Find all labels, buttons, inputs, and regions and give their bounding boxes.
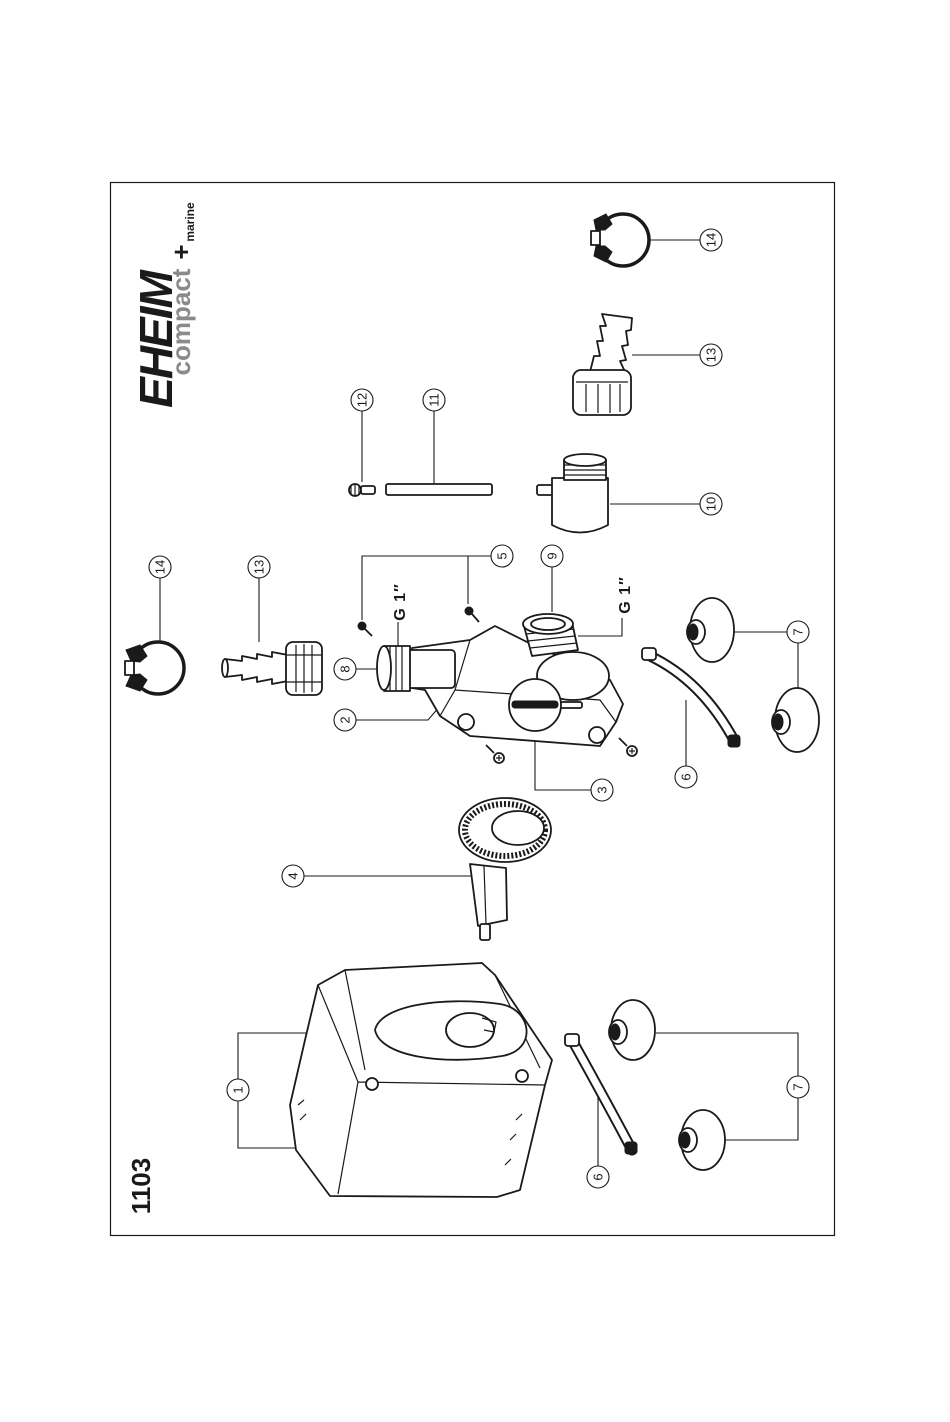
leader-thread-inlet: [578, 618, 622, 636]
leader-7-bottom: [656, 1033, 798, 1140]
callout-2: 2: [334, 709, 356, 731]
callout-number: 6: [679, 773, 694, 780]
screw-shaft: [486, 745, 494, 753]
callout-12: 12: [351, 389, 373, 411]
callout-number: 12: [355, 393, 370, 407]
callout-number: 13: [704, 348, 719, 362]
clamp-latch: [591, 231, 600, 245]
dial-grip: [512, 701, 558, 708]
product-plus: +: [166, 244, 196, 259]
suction-cup-knob: [610, 1024, 620, 1040]
product-variant: marine: [183, 202, 197, 242]
callout-7-bottom: 7: [787, 1076, 809, 1098]
callout-number: 7: [791, 1083, 806, 1090]
connector-nut: [573, 370, 631, 415]
leader-2: [356, 706, 440, 720]
filter-housing: [290, 963, 552, 1197]
callout-7-top: 7: [787, 621, 809, 643]
callout-number: 10: [704, 497, 719, 511]
impeller-shaft: [480, 924, 490, 940]
thread-label-inlet: G 1″: [617, 576, 634, 613]
callout-4: 4: [282, 865, 304, 887]
inlet-bore: [531, 618, 565, 630]
callout-9: 9: [541, 545, 563, 567]
valve-part: [349, 484, 375, 496]
mount-hole: [589, 727, 605, 743]
callout-6-top: 6: [675, 766, 697, 788]
outlet-opening: [377, 646, 391, 690]
screw-shaft: [365, 629, 372, 636]
housing-clip: [516, 1070, 528, 1082]
callout-number: 2: [338, 716, 353, 723]
holder-clip: [728, 735, 740, 747]
connector-opening: [564, 454, 606, 466]
callout-10: 10: [700, 493, 722, 515]
callout-3: 3: [591, 779, 613, 801]
callout-number: 5: [495, 552, 510, 559]
screws-top: [358, 607, 479, 636]
callout-6-bottom: 6: [587, 1166, 609, 1188]
callout-14-top: 14: [149, 556, 171, 578]
callout-number: 13: [252, 560, 267, 574]
holder-end: [565, 1034, 579, 1046]
callout-number: 6: [591, 1173, 606, 1180]
hose-clamp-right: [591, 214, 649, 266]
flow-regulator-dial: [509, 679, 561, 731]
impeller: [459, 798, 551, 940]
air-intake-connector: [537, 454, 608, 533]
callout-number: 1: [231, 1086, 246, 1093]
callout-number: 14: [153, 560, 168, 574]
leader-7-top: [734, 632, 798, 690]
screw-head: [465, 607, 473, 615]
callout-1: 1: [227, 1079, 249, 1101]
callout-number: 11: [427, 393, 442, 407]
air-tube: [386, 484, 492, 495]
hose-clamp-top: [125, 642, 184, 694]
clamp-tab: [594, 246, 612, 262]
callout-14-right: 14: [700, 229, 722, 251]
connector-barb: [590, 314, 632, 374]
holder-clip: [625, 1142, 637, 1154]
housing-body: [290, 963, 552, 1197]
suction-cup-knob: [680, 1132, 690, 1148]
hose-connector-top: [222, 642, 322, 695]
callout-number: 7: [791, 628, 806, 635]
connector-opening: [222, 659, 228, 677]
connector-barb: [225, 652, 288, 684]
callout-number: 8: [338, 665, 353, 672]
document-number: 1103: [126, 1158, 156, 1214]
callout-8: 8: [334, 658, 356, 680]
holder-bar-outline: [648, 655, 735, 742]
screw-shaft: [472, 614, 479, 622]
holder-end: [642, 648, 656, 660]
product-name: compact: [166, 268, 196, 375]
callout-5: 5: [491, 545, 513, 567]
callout-number: 3: [595, 786, 610, 793]
screw-shaft: [619, 738, 627, 746]
outlet-tube: [405, 650, 455, 688]
suction-cup-knob: [688, 624, 698, 640]
callout-11: 11: [423, 389, 445, 411]
impeller-shaft-housing: [470, 864, 507, 926]
suction-cup-knob: [773, 714, 783, 730]
hose-connector-right: [573, 314, 632, 415]
outlet-connector: [377, 646, 455, 691]
holder-bar-top: [642, 648, 740, 747]
eheim-logo: EHEIM compact + marine: [130, 202, 197, 408]
screw-head: [358, 622, 366, 630]
clamp-latch: [125, 661, 134, 675]
housing-clip: [366, 1078, 378, 1090]
thread-label-outlet: G 1″: [392, 583, 409, 620]
callout-13-top: 13: [248, 556, 270, 578]
callout-number: 9: [545, 552, 560, 559]
callout-number: 14: [704, 233, 719, 247]
valve-nozzle: [361, 486, 375, 494]
callout-number: 4: [286, 872, 301, 879]
mount-hole: [458, 714, 474, 730]
connector-body: [552, 478, 608, 533]
impeller-hub: [492, 811, 544, 845]
callout-13-right: 13: [700, 344, 722, 366]
